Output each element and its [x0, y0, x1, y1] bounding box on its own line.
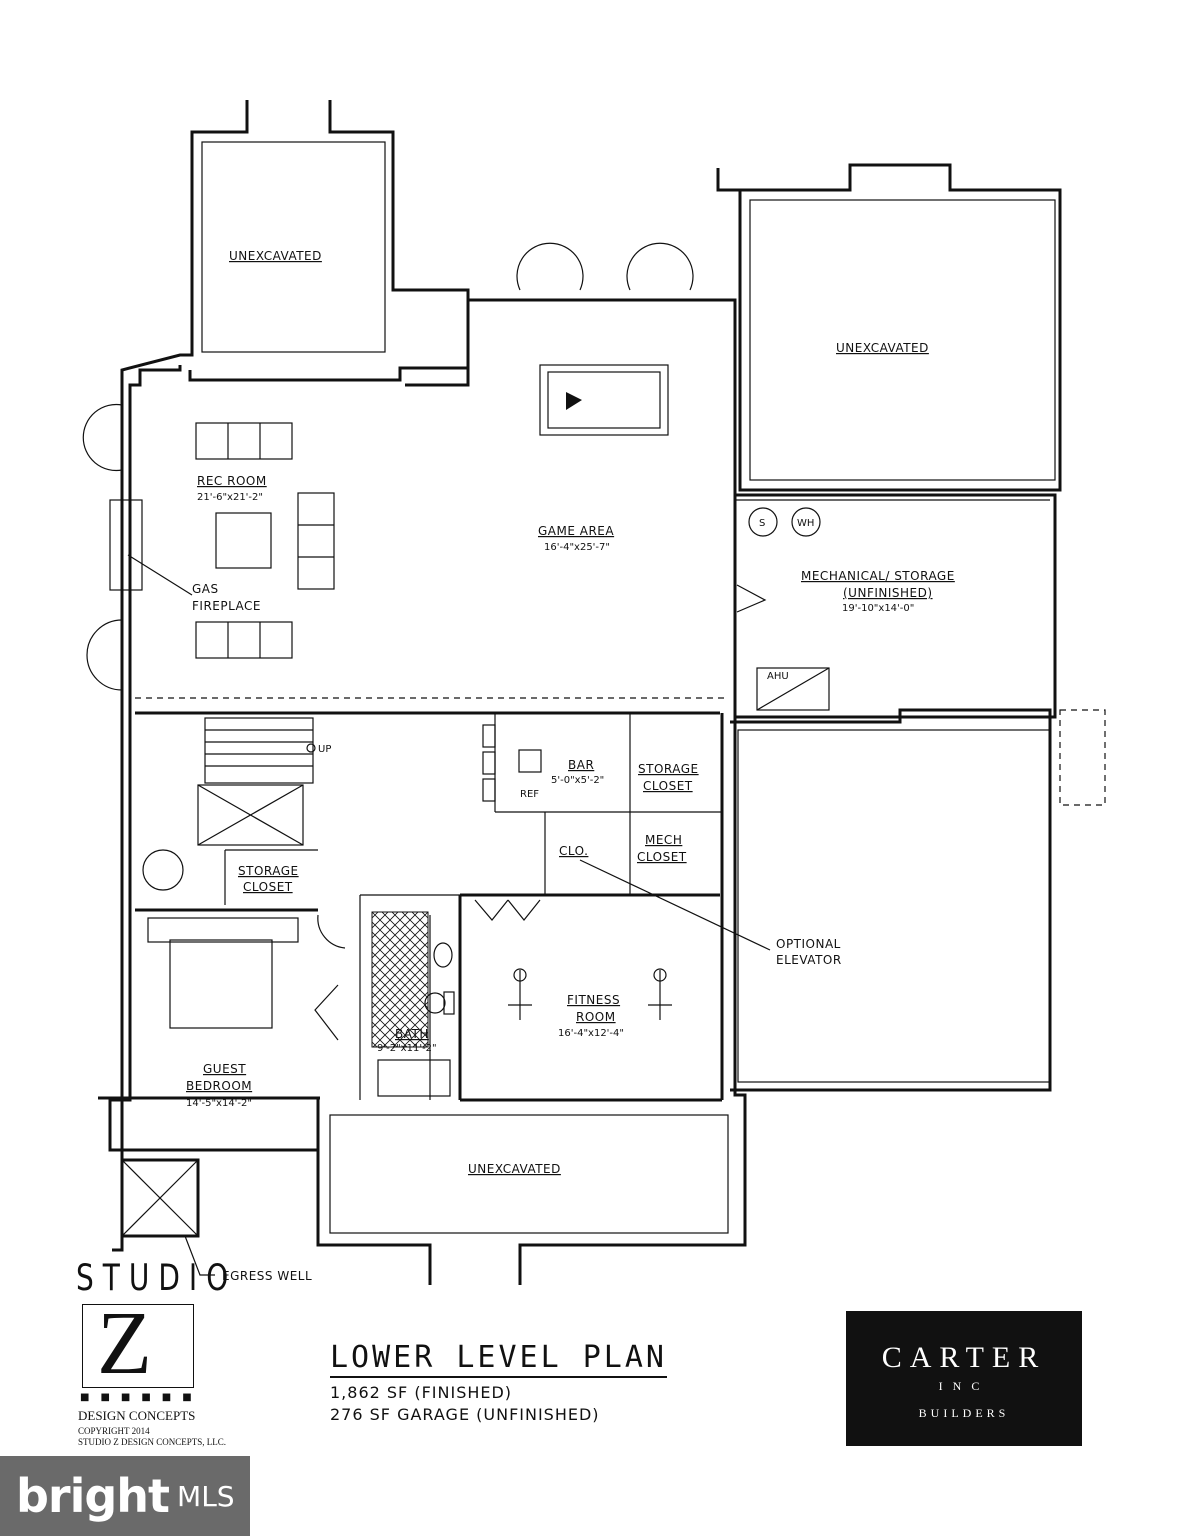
carter-name: CARTER [881, 1341, 1047, 1374]
label-ahu: AHU [767, 671, 789, 682]
main-perimeter [98, 298, 747, 1285]
tag-s: S [759, 518, 765, 529]
label-bedroom: BEDROOM [186, 1079, 252, 1093]
label-mech-closet-1: MECH [645, 833, 682, 847]
label-unexcavated-bottom: UNEXCAVATED [468, 1162, 561, 1176]
label-storage-closet-left-2: CLOSET [243, 880, 293, 894]
plan-title-block: LOWER LEVEL PLAN 1,862 SF (FINISHED) 276… [330, 1340, 667, 1426]
label-fitness: FITNESS [567, 993, 620, 1007]
label-fireplace: FIREPLACE [192, 599, 261, 613]
watermark-brand: bright [16, 1469, 170, 1523]
tag-wh: WH [797, 518, 814, 529]
label-unexcavated-top-right: UNEXCAVATED [836, 341, 929, 355]
label-up: UP [318, 744, 331, 755]
dim-guest: 14'-5"x14'-2" [186, 1098, 252, 1109]
interior-walls [135, 711, 724, 1150]
bar-stools [482, 724, 542, 802]
label-clo: CLO. [559, 844, 588, 858]
fitness-equipment [474, 899, 672, 1020]
studio-word: STUDIO [76, 1256, 238, 1299]
label-ref: REF [520, 789, 539, 800]
plan-area-finished: 1,862 SF (FINISHED) [330, 1383, 513, 1402]
label-bar: BAR [568, 758, 594, 772]
label-storage-closet-right-1: STORAGE [638, 762, 699, 776]
garage-area [730, 708, 1106, 1092]
label-optional: OPTIONAL [776, 937, 841, 951]
label-bath: BATH [395, 1027, 429, 1041]
guest-bedroom-furniture [147, 914, 346, 1041]
label-elevator: ELEVATOR [776, 953, 842, 967]
rec-room-furniture [82, 403, 335, 691]
plan-area-garage: 276 SF GARAGE (UNFINISHED) [330, 1405, 600, 1424]
studio-design-concepts: DESIGN CONCEPTS [78, 1408, 196, 1423]
leader-lines [127, 554, 771, 951]
label-unexcavated-top-left: UNEXCAVATED [229, 249, 322, 263]
studio-copyright-line2: STUDIO Z DESIGN CONCEPTS, LLC. [78, 1437, 227, 1447]
watermark-mls: MLS [177, 1479, 235, 1513]
dim-bar: 5'-0"x5'-2" [551, 775, 604, 786]
label-guest: GUEST [203, 1062, 246, 1076]
dim-fitness: 16'-4"x12'-4" [558, 1028, 624, 1039]
dim-mechanical: 19'-10"x14'-0" [842, 603, 914, 614]
unexcavated-bottom-area [329, 1114, 729, 1234]
carter-builders: BUILDERS [918, 1406, 1010, 1420]
label-gas: GAS [192, 582, 219, 596]
game-area-features [135, 242, 728, 699]
label-storage-closet-right-2: CLOSET [643, 779, 693, 793]
studio-z-letter: Z [97, 1294, 152, 1393]
unexcavated-top-left-area [112, 100, 470, 1252]
dim-game-area: 16'-4"x25'-7" [544, 542, 610, 553]
bright-mls-watermark: bright MLS [0, 1456, 250, 1536]
unexcavated-top-right-area [716, 163, 1062, 492]
label-unfinished: (UNFINISHED) [843, 586, 933, 600]
label-room: ROOM [576, 1010, 616, 1024]
carter-builders-logo: CARTER INC BUILDERS [846, 1311, 1082, 1446]
studio-copyright: COPYRIGHT 2014 STUDIO Z DESIGN CONCEPTS,… [78, 1426, 226, 1448]
plan-title: LOWER LEVEL PLAN [330, 1340, 667, 1378]
label-storage-closet-left-1: STORAGE [238, 864, 299, 878]
label-mechanical-storage: MECHANICAL/ STORAGE [801, 569, 955, 583]
studio-z-logo: STUDIO Z ■■■■■■ DESIGN CONCEPTS COPYRIGH… [76, 1256, 228, 1447]
label-mech-closet-2: CLOSET [637, 850, 687, 864]
mechanical-storage-room [733, 493, 1057, 719]
studio-z-box: Z [82, 1299, 194, 1389]
label-rec-room: REC ROOM [197, 474, 267, 488]
studio-copyright-line1: COPYRIGHT 2014 [78, 1426, 150, 1436]
carter-inc: INC [938, 1379, 990, 1393]
label-game-area: GAME AREA [538, 524, 614, 538]
studio-dots: ■■■■■■ [80, 1392, 203, 1403]
egress-well [120, 1158, 215, 1276]
stairs [142, 717, 318, 905]
label-egress-well: EGRESS WELL [222, 1269, 312, 1283]
dim-bath: 9'-2"x11'-2" [377, 1043, 437, 1054]
dim-rec-room: 21'-6"x21'-2" [197, 492, 263, 503]
bath-fixtures [371, 911, 455, 1097]
